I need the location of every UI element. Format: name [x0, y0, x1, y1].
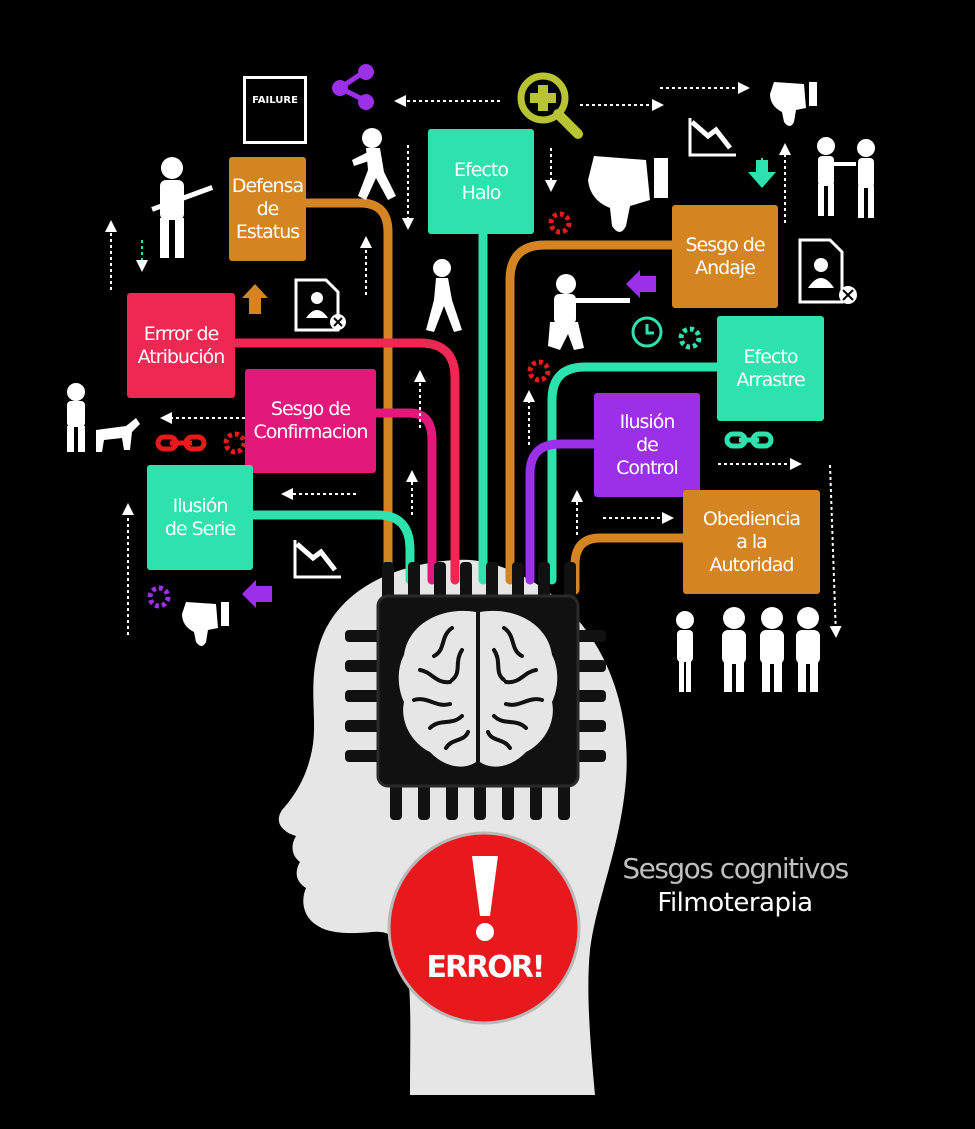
bias-box-efecto-halo: Efecto Halo: [428, 129, 534, 234]
dotted-arrows: [105, 82, 842, 638]
bias-box-defensa-estatus: Defensa de Estatus: [229, 157, 306, 261]
bias-label: Errror de Atribución: [137, 322, 226, 368]
arrow-left-icon: [626, 270, 656, 298]
link-icon: [155, 431, 774, 452]
bias-label: Sesgo de Confirmacion: [253, 398, 369, 443]
failure-badge: FAILURE: [243, 76, 307, 144]
error-badge: [387, 831, 581, 1025]
saluting-soldiers-icon: [676, 607, 820, 692]
brain-icon: [398, 610, 558, 767]
arrow-down-icon: [748, 160, 776, 188]
bias-box-ilusion-serie: Ilusión de Serie: [147, 465, 253, 570]
id-card-reject-icon: [294, 238, 857, 332]
arrow-up-icon: [242, 284, 268, 314]
bias-box-obediencia-autoridad: Obediencia a la Autoridad: [683, 490, 820, 594]
bias-label: Ilusión de Control: [616, 410, 679, 479]
bias-label: Obediencia a la Autoridad: [702, 507, 801, 576]
error-label: ERROR!: [426, 950, 546, 985]
bias-box-error-atribucion: Errror de Atribución: [127, 293, 235, 398]
arguing-people-icon: [817, 137, 875, 218]
share-icon: [332, 64, 374, 110]
caption-title: Sesgos cognitivos: [622, 852, 849, 885]
exclamation-icon: [472, 856, 498, 941]
caption-subtitle: Filmoterapia: [657, 888, 813, 918]
failure-label: FAILURE: [252, 95, 298, 106]
bias-box-sesgo-confirmacion: Sesgo de Confirmacion: [245, 369, 376, 473]
bias-label: Defensa de Estatus: [231, 174, 304, 243]
magnify-plus-icon: [517, 72, 583, 139]
clock-icon: [631, 316, 663, 348]
thumbs-down-icon: [182, 82, 817, 646]
bias-label: Ilusión de Serie: [164, 494, 236, 540]
bias-box-sesgo-andaje: Sesgo de Andaje: [672, 205, 778, 308]
bias-box-efecto-arrastre: Efecto Arrastre: [717, 316, 824, 421]
bias-label: Sesgo de Andaje: [685, 233, 765, 279]
bias-label: Efecto Arrastre: [736, 345, 805, 391]
trend-down-icon: [293, 118, 736, 579]
soldier-dog-icon: [67, 383, 140, 452]
arrow-left-icon: [242, 580, 272, 608]
gear-icon: [147, 211, 702, 609]
running-man-icon: [352, 128, 396, 200]
panic-man-icon: [426, 259, 462, 332]
bias-label: Efecto Halo: [454, 158, 509, 204]
soldier-rifle-icon: [151, 157, 214, 258]
bias-box-ilusion-control: Ilusión de Control: [594, 393, 700, 497]
soldier-rifle-icon: [548, 274, 630, 350]
